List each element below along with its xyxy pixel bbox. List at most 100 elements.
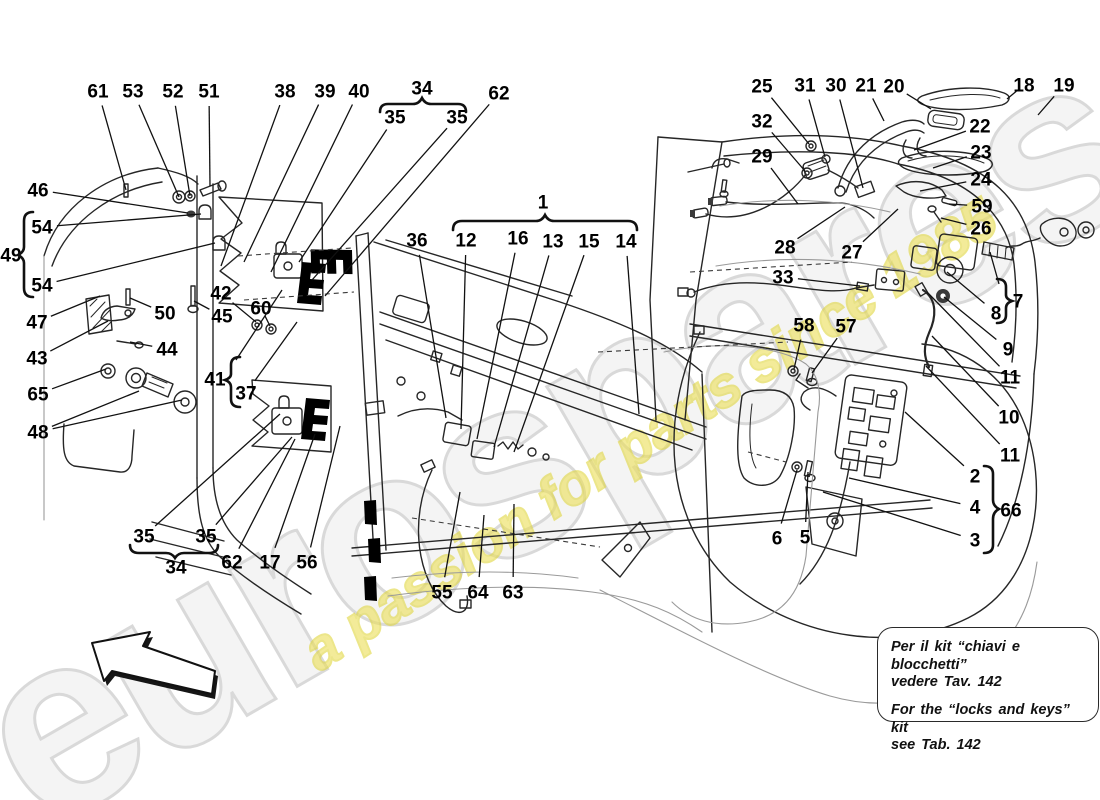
callout-59: 59 xyxy=(971,197,992,218)
leader-line xyxy=(926,291,1000,367)
leader-line xyxy=(989,251,1000,285)
callout-24: 24 xyxy=(970,170,992,191)
callout-34: 34 xyxy=(165,558,187,579)
leader-line xyxy=(101,105,127,191)
callout-52: 52 xyxy=(162,82,183,103)
leader-line xyxy=(940,217,967,225)
leader-line xyxy=(235,289,283,361)
callout-40: 40 xyxy=(348,82,369,103)
callout-7: 7 xyxy=(1013,292,1024,313)
callout-25: 25 xyxy=(751,77,773,98)
callout-2: 2 xyxy=(970,467,981,488)
leader-line xyxy=(215,436,293,526)
callout-20: 20 xyxy=(883,77,904,98)
callout-51: 51 xyxy=(198,82,220,103)
brace-34-top xyxy=(378,95,468,114)
callout-30: 30 xyxy=(825,76,846,97)
leader-line xyxy=(270,104,354,273)
leader-line xyxy=(805,471,809,523)
callout-46: 46 xyxy=(27,181,48,202)
callout-58: 58 xyxy=(793,316,814,337)
right-door-art xyxy=(649,87,1095,638)
callout-11: 11 xyxy=(1000,368,1021,389)
callout-39: 39 xyxy=(314,82,335,103)
leader-line xyxy=(512,503,515,578)
leader-line xyxy=(811,337,838,374)
callout-13: 13 xyxy=(542,232,563,253)
leader-line xyxy=(1037,95,1055,116)
door-frame-art xyxy=(43,167,355,615)
callout-3: 3 xyxy=(970,531,981,552)
leader-line xyxy=(948,203,968,206)
callout-36: 36 xyxy=(406,231,427,252)
callout-12: 12 xyxy=(455,231,476,252)
callout-17: 17 xyxy=(259,553,280,574)
leader-line xyxy=(274,433,316,549)
callout-54: 54 xyxy=(31,218,53,239)
callout-8: 8 xyxy=(991,304,1002,325)
callout-65: 65 xyxy=(27,385,49,406)
callout-10: 10 xyxy=(998,408,1019,429)
callout-61: 61 xyxy=(87,82,109,103)
brace-7 xyxy=(995,277,1017,325)
leader-line xyxy=(52,399,183,430)
arrow-body xyxy=(91,631,216,695)
leader-line xyxy=(324,103,490,297)
callout-11: 11 xyxy=(1000,446,1021,467)
callout-41: 41 xyxy=(204,370,226,391)
leader-line xyxy=(793,339,802,370)
leader-line xyxy=(839,99,864,189)
leader-line xyxy=(444,491,461,578)
leader-line xyxy=(129,297,152,308)
callout-50: 50 xyxy=(154,304,175,325)
leader-line xyxy=(626,255,640,415)
callout-4: 4 xyxy=(970,498,981,519)
direction-arrow xyxy=(91,631,218,699)
note-italian-line1: Per il kit “chiavi e blocchetti” xyxy=(891,639,1020,673)
leader-line xyxy=(243,104,320,263)
brace-1 xyxy=(451,212,639,232)
callout-63: 63 xyxy=(502,583,523,604)
callout-1: 1 xyxy=(538,193,549,214)
leader-line xyxy=(770,97,810,145)
callout-44: 44 xyxy=(156,340,178,361)
leader-line xyxy=(797,206,846,240)
leader-line xyxy=(848,477,961,505)
callout-22: 22 xyxy=(969,117,990,138)
callout-57: 57 xyxy=(835,317,856,338)
dashed-construction-lines xyxy=(237,247,853,548)
callout-23: 23 xyxy=(970,143,991,164)
callout-32: 32 xyxy=(751,112,772,133)
leader-line xyxy=(56,213,202,227)
callout-49: 49 xyxy=(0,246,21,267)
callout-43: 43 xyxy=(26,349,47,370)
leader-line xyxy=(925,365,1001,445)
leader-line xyxy=(309,425,341,548)
center-door-art xyxy=(351,232,933,633)
leader-line xyxy=(919,181,967,192)
callout-42: 42 xyxy=(210,284,231,305)
callout-45: 45 xyxy=(211,307,233,328)
brace-49 xyxy=(15,210,35,299)
leader-line xyxy=(238,438,296,549)
leader-line xyxy=(478,514,485,578)
leader-line xyxy=(129,341,153,347)
leader-line xyxy=(52,191,189,214)
leader-line xyxy=(174,105,191,197)
callout-14: 14 xyxy=(615,232,637,253)
callout-37: 37 xyxy=(235,384,256,405)
callout-54: 54 xyxy=(31,276,53,297)
callout-64: 64 xyxy=(467,583,489,604)
leader-line xyxy=(493,255,550,448)
callout-15: 15 xyxy=(578,232,600,253)
callout-35: 35 xyxy=(446,108,468,129)
callout-9: 9 xyxy=(1003,340,1014,361)
leader-line xyxy=(943,296,997,341)
callout-35: 35 xyxy=(133,527,155,548)
callout-27: 27 xyxy=(841,243,862,264)
leader-line xyxy=(1006,90,1017,100)
leader-line xyxy=(138,104,180,198)
leader-line xyxy=(906,93,932,110)
